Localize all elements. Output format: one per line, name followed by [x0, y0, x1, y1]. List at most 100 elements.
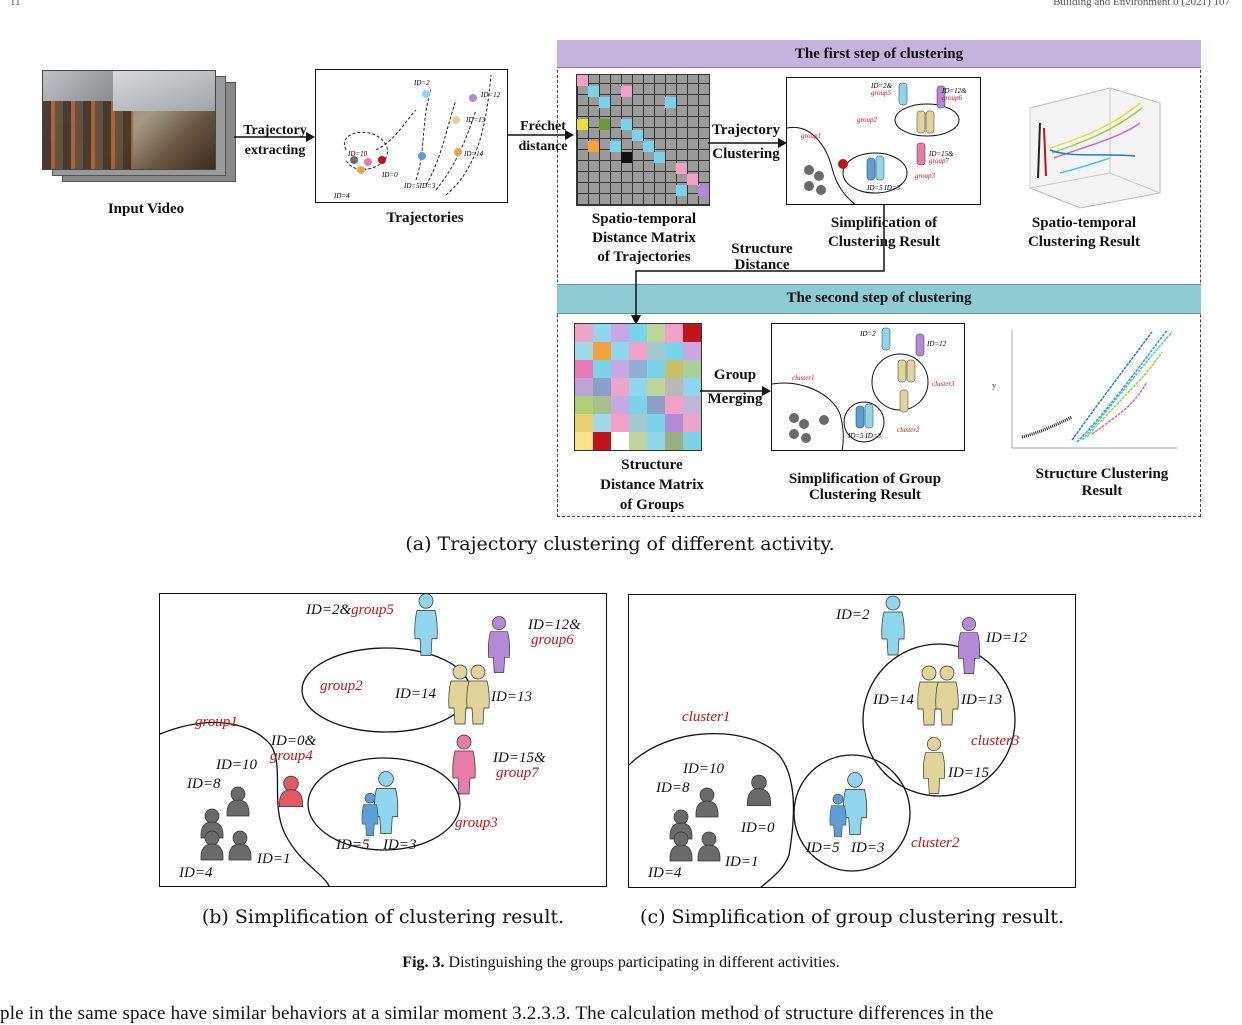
b-label-id4: ID=4: [179, 865, 213, 881]
figure-caption-text: Distinguishing the groups participating …: [448, 954, 840, 971]
b-label-id10: ID=10: [216, 757, 257, 773]
b-label-id5: ID=5: [336, 837, 370, 853]
b-label-id14: ID=14: [395, 686, 436, 702]
simp2-label-2: Clustering Result: [808, 487, 922, 503]
caption-a: (a) Trajectory clustering of different a…: [405, 533, 835, 555]
b-label-id3: ID=3: [383, 837, 417, 853]
trajectories-label: Trajectories: [386, 210, 464, 226]
c-label-id14: ID=14: [873, 692, 914, 708]
b-label-id15: ID=15&: [493, 750, 546, 766]
svg-text:ID=5 ID=3: ID=5 ID=3: [847, 432, 881, 440]
svg-text:cluster1: cluster1: [792, 374, 815, 382]
page-header-right: Building and Environment 0 (2021) 107: [1053, 0, 1230, 8]
traj-clust-label-2: Clustering: [712, 146, 780, 162]
c-label-id5: ID=5: [806, 840, 840, 856]
traj-extract-label-2: extracting: [244, 143, 306, 158]
first-step-band: [557, 40, 1201, 68]
panel-b-box: [159, 593, 607, 887]
struct-dist-label-1: Structure: [731, 241, 793, 257]
c-label-c3: cluster3: [971, 733, 1020, 749]
svg-text:group2: group2: [857, 116, 877, 124]
simplification-clustering-small: ID=2&group5 ID=12&group6 group2 group1 I…: [786, 77, 981, 205]
caption-b: (b) Simplification of clustering result.: [201, 906, 565, 928]
svg-text:ID=12&: ID=12&: [941, 87, 967, 95]
svg-text:ID=12: ID=12: [926, 340, 947, 348]
b-label-id13: ID=13: [491, 689, 532, 705]
svg-text:ID=0: ID=0: [381, 171, 398, 179]
struct-result-label-1: Structure Clustering: [1035, 466, 1169, 482]
panel-b-figure: [160, 594, 511, 886]
svg-text:ID=2&: ID=2&: [870, 82, 893, 90]
matrix1-label-1: Spatio-temporal: [591, 211, 697, 227]
c-label-c2: cluster2: [911, 835, 960, 851]
svg-text:ID=15&: ID=15&: [928, 150, 954, 158]
b-label-id2: ID=2&group5: [306, 602, 394, 618]
simp2-label-1: Simplification of Group: [788, 471, 942, 487]
svg-text:ID=14: ID=14: [463, 150, 484, 158]
svg-text:ID=4: ID=4: [333, 192, 350, 200]
st-result-label-2: Clustering Result: [1027, 234, 1141, 250]
arrow-trajectory-extracting: [234, 132, 315, 142]
arrow-group-merging: [700, 386, 771, 396]
group-distance-matrix: [574, 323, 702, 451]
second-step-title: The second step of clustering: [786, 290, 972, 306]
matrix2-label-3: of Groups: [619, 497, 685, 513]
svg-text:group6: group6: [942, 94, 962, 102]
b-label-id1: ID=1: [257, 851, 291, 867]
group-merge-label-2: Merging: [707, 391, 763, 407]
svg-text:ID=5 ID=3: ID=5 ID=3: [866, 184, 900, 192]
c-label-id2: ID=2: [836, 607, 870, 623]
svg-text:group3: group3: [915, 172, 935, 180]
figure-caption: Fig. 3. Distinguishing the groups partic…: [0, 954, 1242, 972]
frechet-label-2: distance: [518, 139, 568, 154]
b-label-g6: group6: [531, 632, 574, 648]
svg-text:ID=10: ID=10: [347, 150, 368, 158]
svg-text:group1: group1: [801, 132, 821, 140]
b-label-g4: group4: [270, 748, 313, 764]
c-label-c1: cluster1: [682, 709, 731, 725]
trajectories-box: ID=2 ID=12 ID=13 ID=14 ID=0 ID=5ID=3 ID=…: [315, 69, 508, 203]
arrow-frechet: [508, 130, 574, 140]
panel-c-figure: [629, 595, 1016, 887]
traj-clust-label-1: Trajectory: [711, 122, 780, 138]
svg-text:ID=12: ID=12: [480, 91, 501, 99]
b-label-id8: ID=8: [187, 776, 221, 792]
c-label-id4: ID=4: [648, 865, 682, 881]
c-label-id8: ID=8: [656, 780, 690, 796]
input-video-label: Input Video: [107, 201, 185, 217]
b-label-g7: group7: [496, 765, 539, 781]
b-label-g2: group2: [320, 678, 363, 694]
input-video-frames: [42, 70, 236, 182]
page-header-left: 11: [10, 0, 21, 8]
b-label-id12: ID=12&: [528, 617, 581, 633]
b-label-g3: group3: [455, 815, 498, 831]
matrix2-label-2: Distance Matrix: [600, 477, 704, 493]
spatio-temporal-3d-plot: [1010, 78, 1170, 214]
frechet-label-1: Fréchet: [520, 119, 566, 134]
svg-text:y: y: [992, 381, 996, 390]
traj-extract-label-1: Trajectory: [243, 123, 307, 138]
structure-distance-connector: [631, 205, 885, 325]
b-label-g1: group1: [195, 714, 238, 730]
c-label-id1: ID=1: [725, 854, 759, 870]
structure-2d-plot: yx: [982, 322, 1182, 468]
simplification-group-small: ID=2 ID=12 cluster1 cluster3 cluster2 ID…: [771, 323, 965, 451]
second-step-band: [557, 284, 1201, 314]
struct-result-label-2: Result: [1081, 483, 1123, 499]
svg-text:ID=2: ID=2: [859, 330, 876, 338]
first-step-title: The first step of clustering: [794, 46, 964, 62]
svg-text:ID=13: ID=13: [465, 116, 486, 124]
arrow-trajectory-clustering: [708, 138, 787, 148]
st-result-label-1: Spatio-temporal: [1031, 215, 1137, 231]
svg-text:cluster2: cluster2: [897, 426, 920, 434]
svg-text:cluster3: cluster3: [932, 380, 955, 388]
c-label-id10: ID=10: [683, 761, 724, 777]
caption-c: (c) Simplification of group clustering r…: [640, 906, 1064, 928]
c-label-id15: ID=15: [948, 765, 989, 781]
svg-text:group5: group5: [871, 89, 891, 97]
c-label-id0: ID=0: [741, 820, 775, 836]
figure-caption-label: Fig. 3.: [402, 954, 445, 971]
matrix2-label-1: Structure: [621, 457, 683, 473]
trajectory-distance-matrix: [576, 74, 710, 206]
body-text-fragment: ple in the same space have similar behav…: [0, 1003, 994, 1024]
